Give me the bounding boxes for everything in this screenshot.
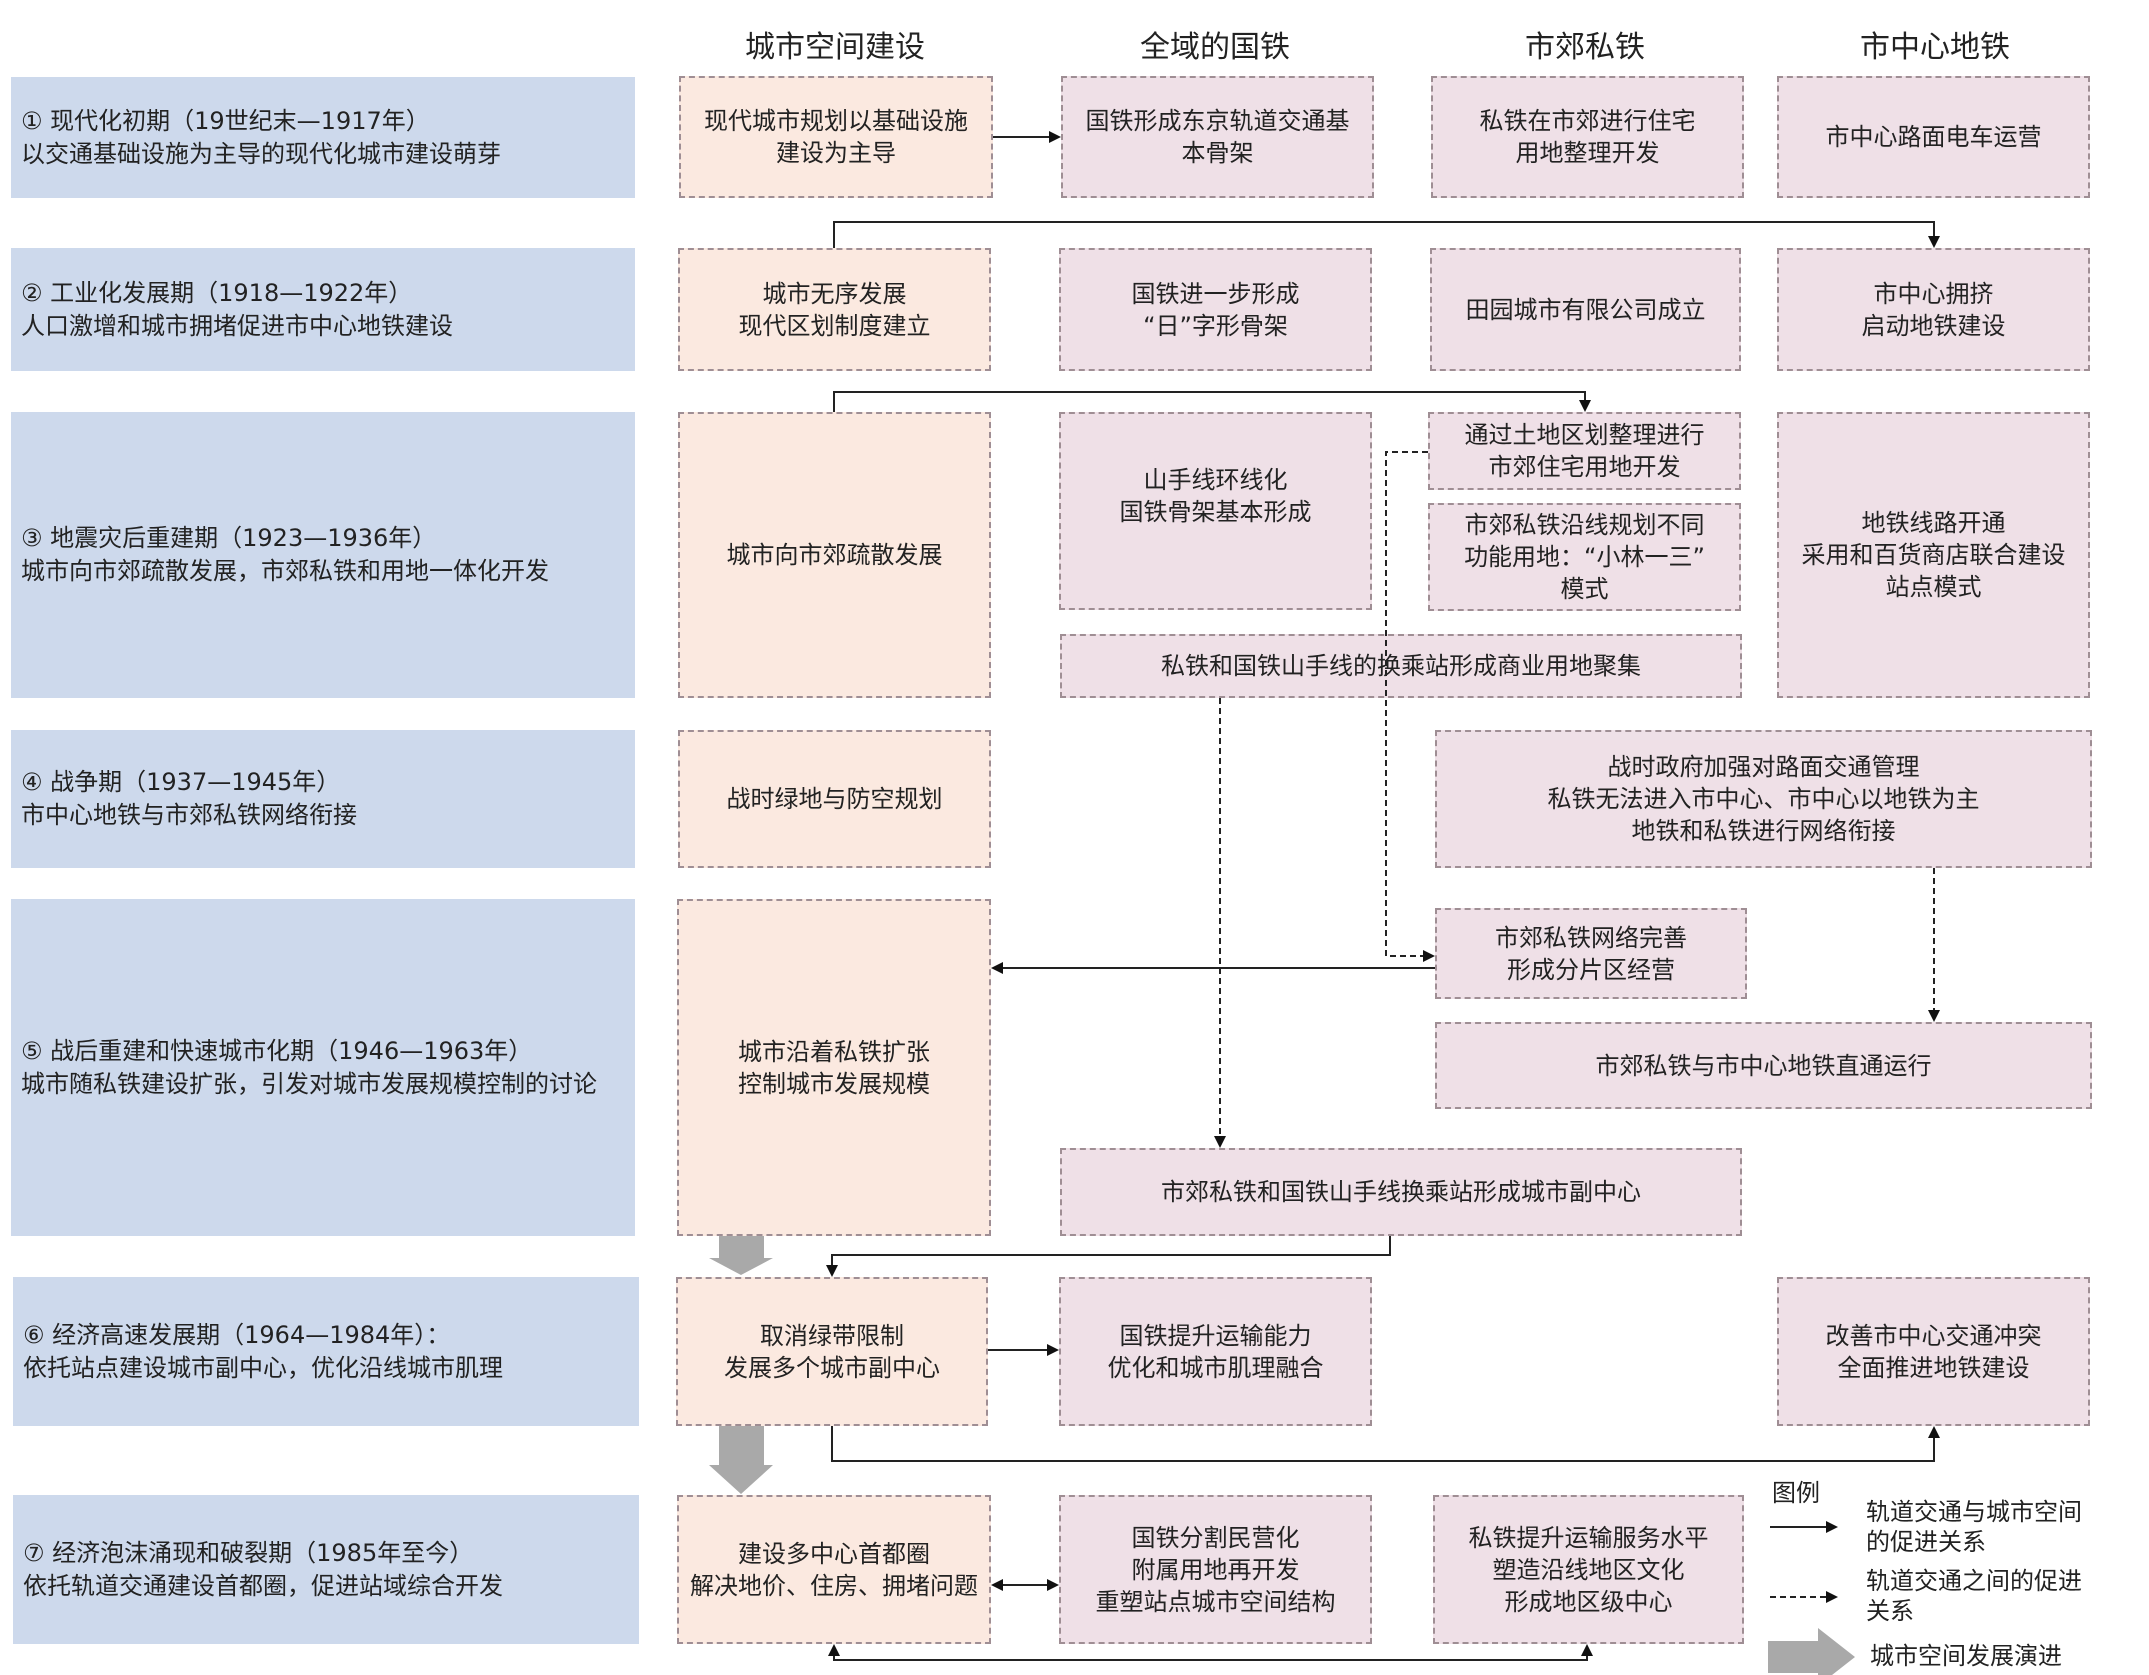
arrow-r5-subcenter-to-r6-city xyxy=(826,1236,1391,1277)
box-r3-city: 城市向市郊疏散发展 xyxy=(678,412,991,698)
legend-dashed-label: 轨道交通之间的促进 关系 xyxy=(1866,1567,2082,1625)
period-title: ③ 地震灾后重建期（1923—1936年） xyxy=(21,524,437,552)
box-r3-metro: 地铁线路开通 采用和百货商店联合建设 站点模式 xyxy=(1777,412,2090,698)
arrow-r2-city-to-metro xyxy=(833,221,1940,248)
period-desc: 人口激增和城市拥堵促进市中心地铁建设 xyxy=(21,311,453,340)
box-r3-private-rail-a: 通过土地区划整理进行 市郊住宅用地开发 xyxy=(1428,412,1741,490)
period-desc: 城市随私铁建设扩张，引发对城市发展规模控制的讨论 xyxy=(21,1069,597,1098)
legend-big-arrow xyxy=(1768,1628,1855,1675)
period-desc: 依托轨道交通建设首都圈，促进站域综合开发 xyxy=(23,1571,503,1600)
column-header-metro: 市中心地铁 xyxy=(1860,30,2010,65)
period-desc: 城市向市郊疏散发展，市郊私铁和用地一体化开发 xyxy=(21,557,549,585)
box-r5-through-service: 市郊私铁与市中心地铁直通运行 xyxy=(1435,1022,2092,1109)
box-r1-metro: 市中心路面电车运营 xyxy=(1777,76,2090,198)
period-3: ③ 地震灾后重建期（1923—1936年） 城市向市郊疏散发展，市郊私铁和用地一… xyxy=(11,412,635,698)
period-title: ② 工业化发展期（1918—1922年） xyxy=(21,278,413,307)
box-r6-metro: 改善市中心交通冲突 全面推进地铁建设 xyxy=(1777,1277,2090,1426)
period-title: ⑤ 战后重建和快速城市化期（1946—1963年） xyxy=(21,1036,533,1065)
period-6: ⑥ 经济高速发展期（1964—1984年）： 依托站点建设城市副中心，优化沿线城… xyxy=(13,1277,639,1426)
big-arrow-r6-to-r7 xyxy=(709,1426,773,1494)
box-r1-city: 现代城市规划以基础设施 建设为主导 xyxy=(679,76,993,198)
legend-big-arrow-label: 城市空间发展演进 xyxy=(1870,1642,2062,1670)
period-desc: 以交通基础设施为主导的现代化城市建设萌芽 xyxy=(21,139,501,168)
period-5: ⑤ 战后重建和快速城市化期（1946—1963年） 城市随私铁建设扩张，引发对城… xyxy=(11,899,635,1236)
period-title: ⑥ 经济高速发展期（1964—1984年）： xyxy=(23,1320,451,1349)
period-title: ④ 战争期（1937—1945年） xyxy=(21,768,341,796)
box-r5-city: 城市沿着私铁扩张 控制城市发展规模 xyxy=(677,899,991,1236)
period-title: ① 现代化初期（19世纪末—1917年） xyxy=(21,106,430,135)
box-r2-city: 城市无序发展 现代区划制度建立 xyxy=(678,248,991,371)
box-r7-city: 建设多中心首都圈 解决地价、住房、拥堵问题 xyxy=(677,1495,991,1644)
period-desc: 依托站点建设城市副中心，优化沿线城市肌理 xyxy=(23,1353,503,1382)
box-r1-national-rail: 国铁形成东京轨道交通基 本骨架 xyxy=(1061,76,1374,198)
column-header-city-space: 城市空间建设 xyxy=(745,30,925,65)
period-title: ⑦ 经济泡沫涌现和破裂期（1985年至今） xyxy=(23,1538,474,1567)
column-header-private-rail: 市郊私铁 xyxy=(1525,30,1645,65)
period-desc: 市中心地铁与市郊私铁网络衔接 xyxy=(21,801,357,829)
box-r7-national-rail: 国铁分割民营化 附属用地再开发 重塑站点城市空间结构 xyxy=(1059,1495,1372,1644)
box-r6-national-rail: 国铁提升运输能力 优化和城市肌理融合 xyxy=(1059,1277,1372,1426)
box-r7-private-rail: 私铁提升运输服务水平 塑造沿线地区文化 形成地区级中心 xyxy=(1433,1495,1744,1644)
dashed-r3-private-to-r5-private xyxy=(1385,451,1435,962)
big-arrow-r5-to-r6 xyxy=(709,1236,773,1275)
period-1: ① 现代化初期（19世纪末—1917年） 以交通基础设施为主导的现代化城市建设萌… xyxy=(11,77,635,198)
box-r4-city: 战时绿地与防空规划 xyxy=(678,730,991,868)
box-r3-national-rail: 山手线环线化 国铁骨架基本形成 xyxy=(1059,412,1372,610)
arrow-r6-city-to-metro xyxy=(831,1426,1940,1462)
box-r3-transfer: 私铁和国铁山手线的换乘站形成商业用地聚集 xyxy=(1060,634,1742,698)
box-r2-private-rail: 田园城市有限公司成立 xyxy=(1430,248,1741,371)
period-4: ④ 战争期（1937—1945年） 市中心地铁与市郊私铁网络衔接 xyxy=(11,730,635,868)
legend-solid-label: 轨道交通与城市空间 的促进关系 xyxy=(1866,1498,2082,1556)
box-r1-private-rail: 私铁在市郊进行住宅 用地整理开发 xyxy=(1431,76,1744,198)
box-r3-private-rail-b: 市郊私铁沿线规划不同 功能用地：“小林一三” 模式 xyxy=(1428,503,1741,611)
arrow-r7-city-private-bidirectional xyxy=(834,1644,1593,1661)
link-r3-city-to-private xyxy=(833,391,1591,412)
period-2: ② 工业化发展期（1918—1922年） 人口激增和城市拥堵促进市中心地铁建设 xyxy=(11,248,635,371)
column-header-national-rail: 全域的国铁 xyxy=(1140,30,1290,65)
period-7: ⑦ 经济泡沫涌现和破裂期（1985年至今） 依托轨道交通建设首都圈，促进站域综合… xyxy=(13,1495,639,1644)
box-r6-city: 取消绿带限制 发展多个城市副中心 xyxy=(676,1277,988,1426)
legend-title: 图例 xyxy=(1772,1479,1820,1507)
box-r2-metro: 市中心拥挤 启动地铁建设 xyxy=(1777,248,2090,371)
box-r5-private-rail: 市郊私铁网络完善 形成分片区经营 xyxy=(1435,908,1747,999)
box-r2-national-rail: 国铁进一步形成 “日”字形骨架 xyxy=(1059,248,1372,371)
box-r5-subcenter: 市郊私铁和国铁山手线换乘站形成城市副中心 xyxy=(1060,1148,1742,1236)
box-r4-private-metro: 战时政府加强对路面交通管理 私铁无法进入市中心、市中心以地铁为主 地铁和私铁进行… xyxy=(1435,730,2092,868)
